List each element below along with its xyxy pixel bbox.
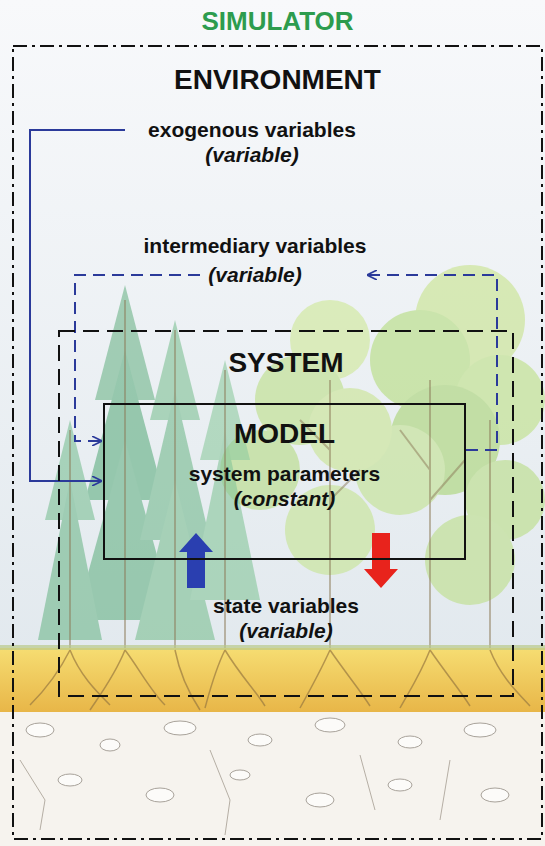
input-arrow	[179, 533, 213, 588]
variable-note: (variable)	[208, 263, 301, 286]
model-box: MODEL system parameters(constant)	[103, 403, 466, 560]
model-heading: MODEL	[103, 419, 466, 450]
variable-note: (variable)	[239, 619, 332, 642]
exogenous-line	[30, 130, 125, 481]
environment-heading: ENVIRONMENT	[12, 65, 543, 96]
variable-label: state variables	[213, 594, 359, 617]
parameter-note: (constant)	[103, 487, 466, 510]
output-arrow	[364, 533, 398, 588]
simulator-title: SIMULATOR	[12, 7, 543, 36]
system-heading: SYSTEM	[58, 348, 514, 379]
intermediary-line	[368, 275, 497, 450]
variable-label: intermediary variables	[144, 234, 367, 257]
variable-label: exogenous variables	[148, 118, 356, 141]
parameter-label: system parameters	[103, 462, 466, 485]
variable-note: (variable)	[205, 143, 298, 166]
intermediary-line	[75, 275, 200, 441]
